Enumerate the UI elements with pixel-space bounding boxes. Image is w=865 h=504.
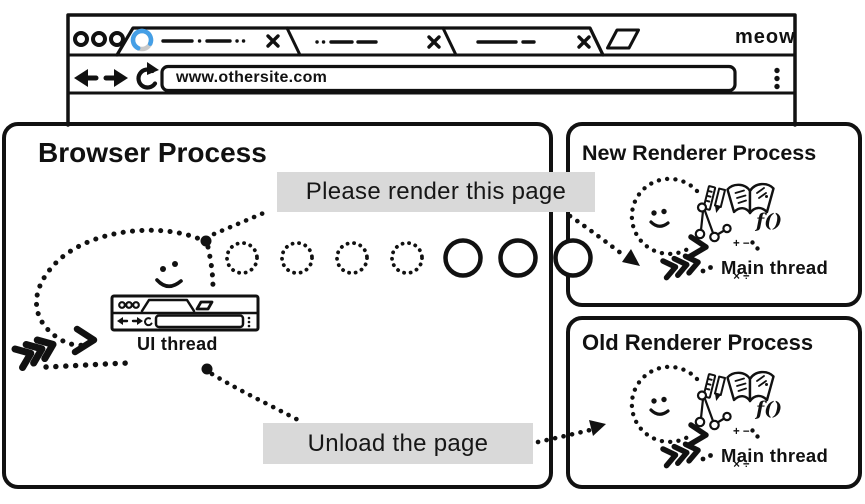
url-text: www.othersite.com bbox=[176, 69, 328, 86]
browser-window-frame bbox=[66, 13, 797, 127]
kebab-menu-icon bbox=[774, 67, 780, 90]
reload-icon bbox=[136, 62, 159, 90]
forward-icon bbox=[103, 69, 128, 87]
message-render-label: Please render this page bbox=[277, 172, 595, 212]
message-unload-text: Unload the page bbox=[307, 429, 489, 457]
tab-close-icon bbox=[266, 34, 591, 49]
traffic-lights-icon bbox=[73, 31, 125, 47]
message-unload-label: Unload the page bbox=[263, 423, 533, 464]
new-tab-button-icon bbox=[606, 28, 640, 50]
new-renderer-process-box bbox=[566, 122, 862, 307]
tab-loading-spinner-icon bbox=[130, 28, 154, 52]
back-icon bbox=[74, 69, 99, 87]
browser-brand-label: meow bbox=[735, 26, 796, 48]
tab-strip bbox=[115, 26, 605, 57]
url-bar bbox=[160, 64, 737, 93]
message-render-text: Please render this page bbox=[305, 178, 567, 205]
tab-title-scribble bbox=[161, 39, 536, 44]
old-renderer-process-box bbox=[566, 316, 862, 489]
